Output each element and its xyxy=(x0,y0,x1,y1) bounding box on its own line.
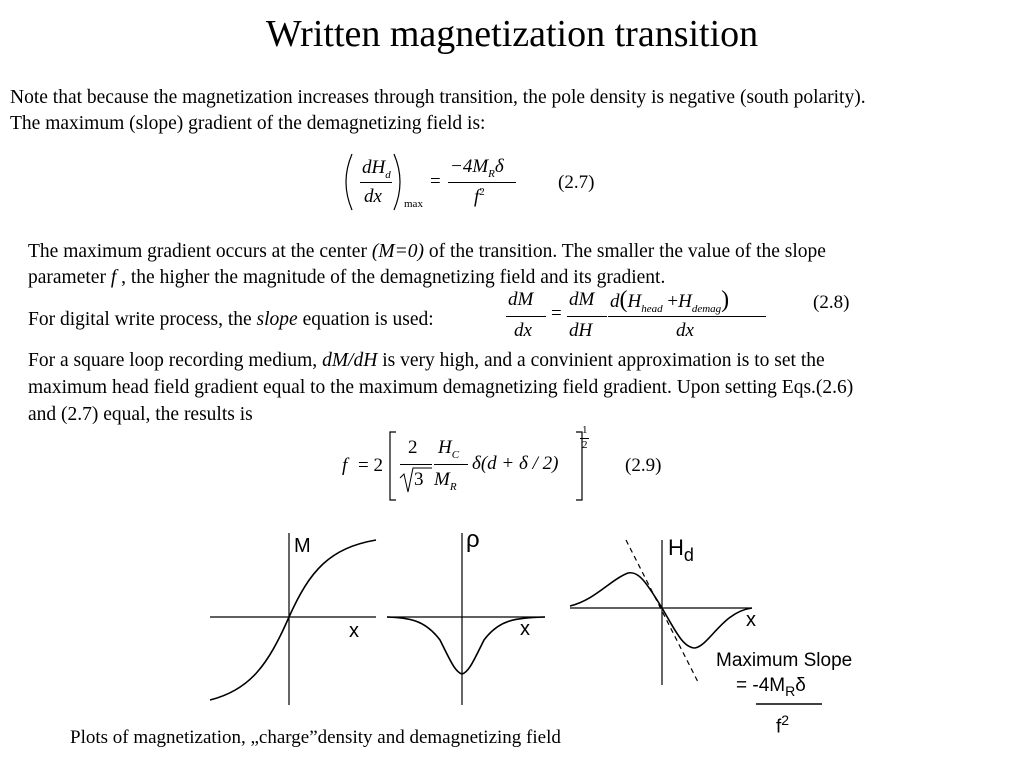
eq27-den-right: f2 xyxy=(474,186,485,208)
eq28-dH: dH xyxy=(569,320,593,341)
eq28-dx: dx xyxy=(514,320,532,341)
eq29-lhs: f xyxy=(342,455,348,476)
plot1-label-M: M xyxy=(294,535,311,557)
eq27-sub-max: max xyxy=(404,198,423,210)
eq29-Hc: HC xyxy=(438,437,460,461)
eq29-fracbar-1 xyxy=(400,464,432,465)
plot3-label-x: x xyxy=(746,609,756,631)
eq29-number: (2.9) xyxy=(625,455,662,476)
eq28-dx2: dx xyxy=(676,320,694,341)
figure-caption: Plots of magnetization, „charge”density … xyxy=(70,727,561,748)
eq29-sqrt3: 3 xyxy=(414,469,424,490)
eq27-number: (2.7) xyxy=(558,172,595,193)
eq27-equals: = xyxy=(430,171,441,192)
plot2-label-rho: ρ xyxy=(466,526,480,553)
plot-demag-field xyxy=(569,539,822,705)
note-line-1: Note that because the magnetization incr… xyxy=(10,87,866,108)
eq27-den-left: dx xyxy=(364,186,382,207)
eq28-dM: dM xyxy=(508,289,534,310)
plot-magnetization xyxy=(209,533,377,705)
eq28-fracbar-3 xyxy=(608,316,766,317)
plot2-curve xyxy=(386,616,546,675)
max-slope-label: Maximum Slope xyxy=(716,650,853,671)
note-line-2: The maximum (slope) gradient of the dema… xyxy=(10,113,486,134)
para2-line1: The maximum gradient occurs at the cente… xyxy=(28,241,826,262)
eq28-fracbar-2 xyxy=(567,316,607,317)
plot2-label-x: x xyxy=(520,618,530,640)
eq29-exp-num: 1 xyxy=(582,424,588,436)
para2-line2: parameter f , the higher the magnitude o… xyxy=(28,267,666,288)
eq27-num-left: dHd xyxy=(362,157,391,181)
eq29-equals: = 2 xyxy=(358,455,383,476)
plot3-label-H: Hd xyxy=(668,535,694,565)
eq27-fracbar-right xyxy=(448,182,516,183)
para4-line2: maximum head field gradient equal to the… xyxy=(28,377,854,398)
max-slope-denominator: f2 xyxy=(776,712,790,738)
eq29-body: δ(d + δ / 2) xyxy=(472,453,559,474)
plot1-curve xyxy=(209,539,377,701)
plot-charge-density xyxy=(386,533,546,705)
para4-line1: For a square loop recording medium, dM/d… xyxy=(28,350,825,371)
eq27-num-right: −4MRδ xyxy=(450,156,504,180)
eq29-fracbar-2 xyxy=(434,464,468,465)
max-slope-formula: = -4MRδ xyxy=(736,675,806,699)
eq28-numerator: d(Hhead +Hdemag) xyxy=(610,287,730,315)
eq28-number: (2.8) xyxy=(813,292,850,313)
para3-line: For digital write process, the slope equ… xyxy=(28,309,434,330)
eq29-exp-den: 2 xyxy=(582,439,588,451)
plot3-curve xyxy=(569,571,753,649)
eq28-dM2: dM xyxy=(569,289,595,310)
plot1-label-x: x xyxy=(349,620,359,642)
eq29-exp-bar xyxy=(580,438,589,439)
eq29-MR: MR xyxy=(434,469,457,493)
slide-title: Written magnetization transition xyxy=(265,13,759,55)
eq29-two: 2 xyxy=(408,437,418,458)
para4-line3: and (2.7) equal, the results is xyxy=(28,404,253,425)
eq28-equals: = xyxy=(551,303,562,324)
eq27-fracbar-left xyxy=(360,182,392,183)
eq28-fracbar-1 xyxy=(506,316,546,317)
